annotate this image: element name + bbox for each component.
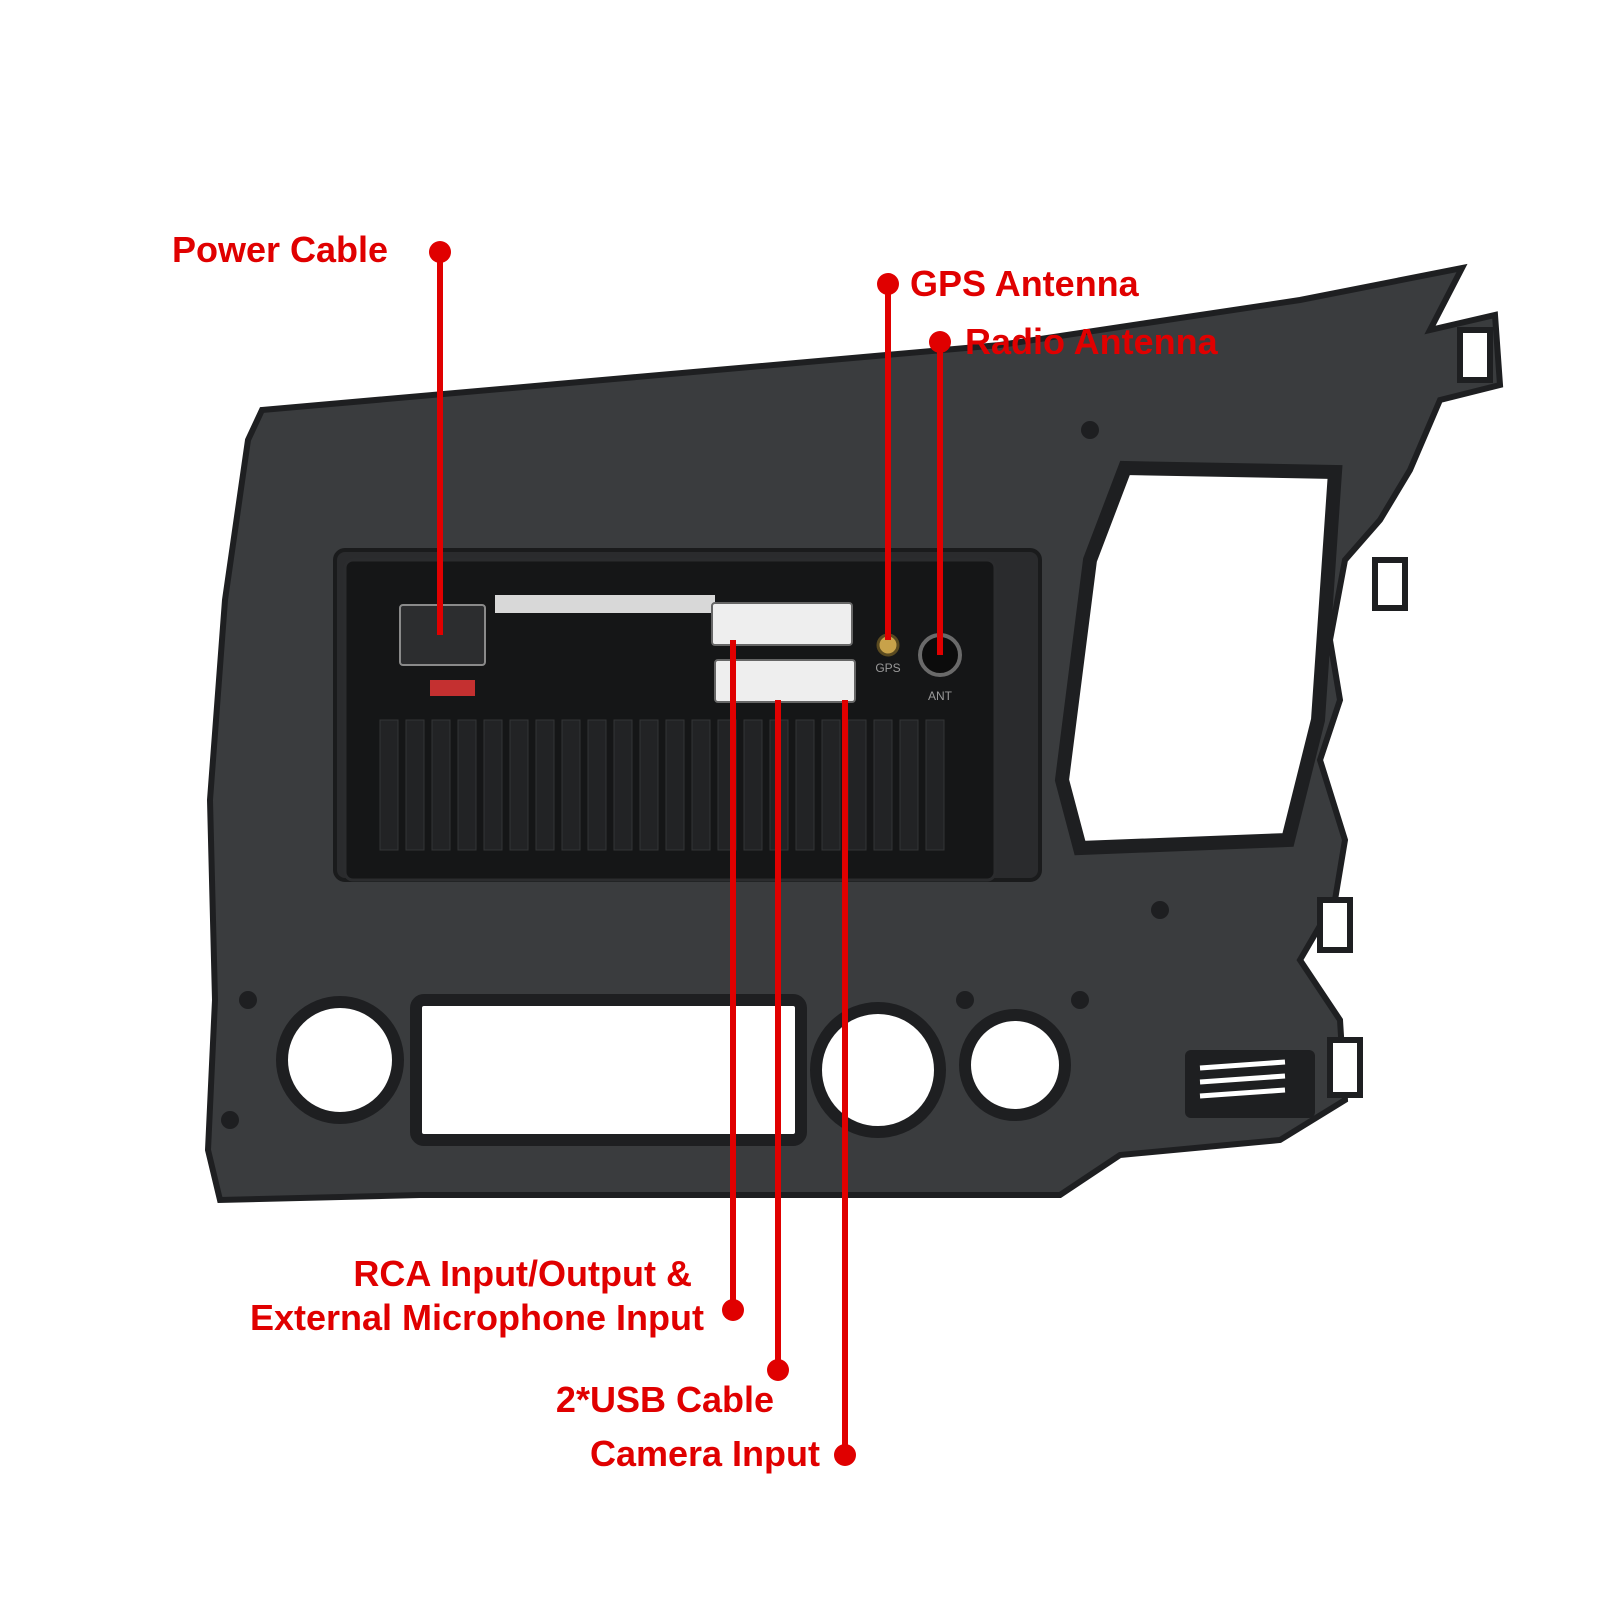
heatsink-fin bbox=[379, 719, 399, 851]
mount-clip bbox=[1457, 327, 1493, 383]
power-cable-label: Power Cable bbox=[172, 229, 389, 270]
heatsink-fin bbox=[405, 719, 425, 851]
rca-label-line1: RCA Input/Output & bbox=[353, 1253, 692, 1294]
heatsink-fin bbox=[587, 719, 607, 851]
heatsink-fin bbox=[691, 719, 711, 851]
lower-slot bbox=[410, 994, 807, 1146]
gps-antenna-label: GPS Antenna bbox=[910, 263, 1139, 304]
mount-clip bbox=[1317, 897, 1353, 953]
usb-dot bbox=[767, 1359, 789, 1381]
vent-hole-left bbox=[276, 996, 404, 1124]
rca-dot bbox=[722, 1299, 744, 1321]
screw-boss bbox=[1081, 421, 1099, 439]
vent-slat bbox=[1199, 1087, 1286, 1099]
heatsink-fin bbox=[899, 719, 919, 851]
usb-camera-connector bbox=[714, 659, 856, 703]
heatsink-fin bbox=[561, 719, 581, 851]
vent-hole-center bbox=[810, 1002, 946, 1138]
camera-dot bbox=[834, 1444, 856, 1466]
usb-cable-label: 2*USB Cable bbox=[555, 1379, 774, 1420]
heatsink-fin bbox=[509, 719, 529, 851]
heatsink-fin bbox=[457, 719, 477, 851]
vent-slat bbox=[1199, 1059, 1286, 1071]
ant-port-label: ANT bbox=[928, 689, 953, 703]
radio-antenna-dot bbox=[929, 331, 951, 353]
gps-antenna-dot bbox=[877, 273, 899, 295]
unit-label-strip bbox=[495, 595, 715, 613]
heatsink-fin bbox=[665, 719, 685, 851]
rca-connector bbox=[711, 602, 853, 646]
screw-boss bbox=[1071, 991, 1089, 1009]
screw-boss bbox=[239, 991, 257, 1009]
heatsink-fin bbox=[535, 719, 555, 851]
heatsink-fin bbox=[795, 719, 815, 851]
mount-clip bbox=[1327, 1037, 1363, 1098]
callouts bbox=[429, 241, 951, 1466]
side-window bbox=[1054, 460, 1343, 856]
heatsink-fin bbox=[821, 719, 841, 851]
heatsink bbox=[379, 719, 945, 851]
head-unit: GPS ANT bbox=[343, 558, 997, 882]
heatsink-fin bbox=[639, 719, 659, 851]
mount-clip bbox=[1372, 557, 1408, 611]
heatsink-fin bbox=[431, 719, 451, 851]
radio-antenna-label: Radio Antenna bbox=[965, 321, 1218, 362]
screw-boss bbox=[956, 991, 974, 1009]
heatsink-fin bbox=[483, 719, 503, 851]
vent-hole-right bbox=[959, 1009, 1071, 1121]
heatsink-fin bbox=[847, 719, 867, 851]
power-cable-dot bbox=[429, 241, 451, 263]
heatsink-fin bbox=[743, 719, 763, 851]
screw-boss bbox=[221, 1111, 239, 1129]
heatsink-fin bbox=[925, 719, 945, 851]
rca-label-line2: External Microphone Input bbox=[249, 1297, 704, 1338]
fuse bbox=[430, 680, 475, 696]
heatsink-fin bbox=[613, 719, 633, 851]
heatsink-fin bbox=[873, 719, 893, 851]
camera-input-label: Camera Input bbox=[589, 1433, 820, 1474]
gps-port-label: GPS bbox=[875, 661, 900, 675]
vent-slat bbox=[1199, 1073, 1286, 1085]
screw-boss bbox=[1151, 901, 1169, 919]
